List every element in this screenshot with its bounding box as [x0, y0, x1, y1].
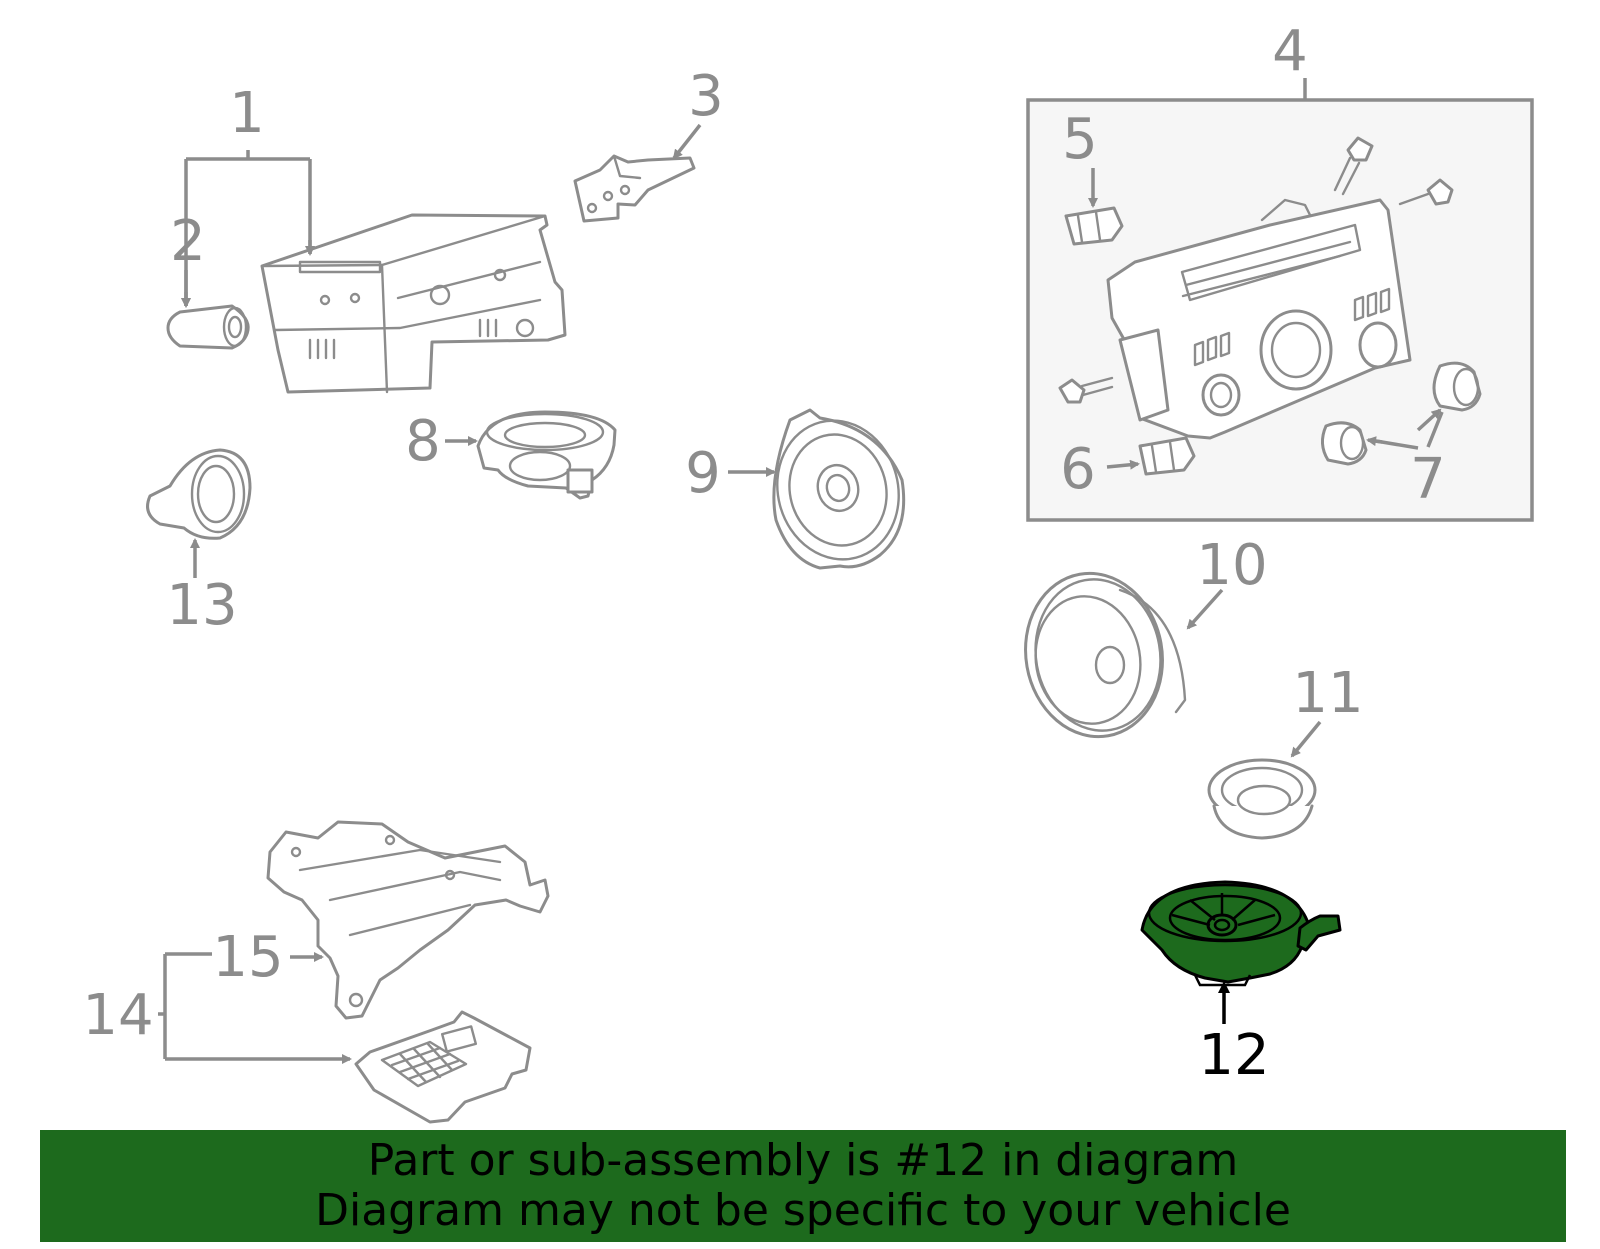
callout-3: 3: [688, 64, 724, 129]
callout-10: 10: [1196, 533, 1267, 598]
callout-14: 14: [82, 983, 153, 1048]
callout-6: 6: [1060, 437, 1096, 502]
clip-part-5[interactable]: [1064, 206, 1124, 246]
knob-part-2[interactable]: [166, 304, 250, 350]
speaker-part-12-highlighted[interactable]: [1140, 880, 1342, 987]
callout-2: 2: [170, 209, 206, 274]
callout-4: 4: [1272, 19, 1308, 84]
knob-part-7[interactable]: [1321, 361, 1482, 466]
bracket-part-3[interactable]: [573, 154, 696, 223]
callout-12: 12: [1198, 1023, 1269, 1088]
control-panel-assembly-part-4[interactable]: [1026, 98, 1534, 522]
callout-5: 5: [1062, 107, 1098, 172]
banner-line-part-number: Part or sub-assembly is #12 in diagram: [367, 1135, 1239, 1186]
speaker-part-9[interactable]: [762, 407, 914, 573]
callout-13: 13: [166, 573, 237, 638]
callout-11: 11: [1292, 661, 1363, 726]
radio-receiver-part-1[interactable]: [260, 213, 567, 394]
speaker-part-10[interactable]: [1013, 562, 1187, 747]
callout-9: 9: [685, 441, 721, 506]
leader-lines: [158, 78, 1444, 1064]
connector-part-13[interactable]: [146, 448, 252, 540]
module-part-14[interactable]: [354, 1010, 532, 1124]
callout-7: 7: [1410, 447, 1446, 512]
callout-8: 8: [405, 409, 441, 474]
part-info-banner: Part or sub-assembly is #12 in diagram D…: [40, 1130, 1566, 1242]
callout-1: 1: [229, 81, 265, 146]
tweeter-part-11[interactable]: [1207, 758, 1317, 840]
clip-part-6[interactable]: [1138, 436, 1196, 476]
banner-line-disclaimer: Diagram may not be specific to your vehi…: [315, 1185, 1291, 1236]
bracket-part-15[interactable]: [266, 820, 550, 1020]
callout-15: 15: [212, 925, 283, 990]
speaker-part-8[interactable]: [476, 410, 617, 500]
callout-labels: 1 2 3 4 5 6 7 8 9 10 11 12 13 14 15: [82, 19, 1445, 1088]
